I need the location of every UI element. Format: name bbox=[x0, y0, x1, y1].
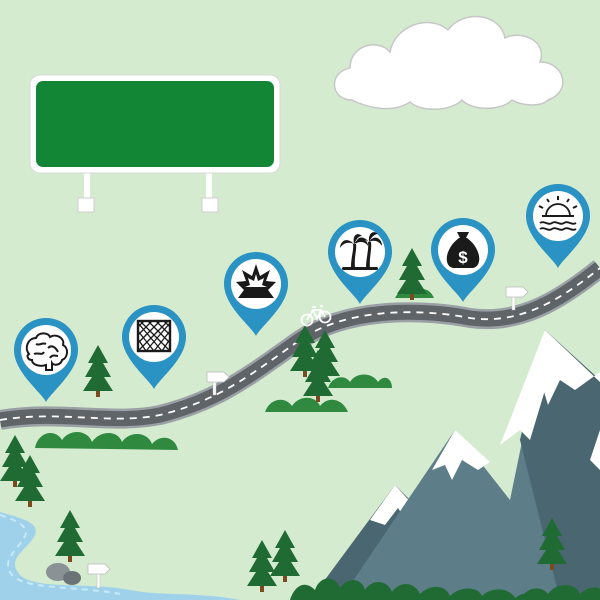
bicycle-icon bbox=[300, 305, 332, 327]
map-pin[interactable] bbox=[224, 252, 288, 336]
signpost bbox=[87, 563, 111, 589]
brain-icon bbox=[25, 332, 68, 371]
signpost bbox=[505, 286, 529, 311]
map-pin[interactable]: $ bbox=[431, 218, 495, 302]
money-bag-symbol: $ bbox=[458, 248, 468, 267]
map-pin[interactable] bbox=[328, 220, 392, 304]
mountains bbox=[310, 330, 600, 600]
map-pins: $ bbox=[14, 184, 590, 402]
cloud bbox=[333, 15, 564, 110]
money-bag-icon: $ bbox=[446, 232, 480, 268]
bottom-bushes bbox=[290, 578, 600, 600]
net-icon bbox=[136, 319, 172, 353]
rocks bbox=[46, 563, 81, 585]
map-pin[interactable] bbox=[122, 305, 186, 389]
signpost bbox=[206, 371, 230, 396]
palm-trees-icon bbox=[340, 232, 382, 270]
signposts bbox=[87, 286, 529, 589]
map-pin[interactable] bbox=[14, 318, 78, 402]
map-pin[interactable] bbox=[526, 184, 590, 268]
sunrise-icon bbox=[538, 196, 578, 231]
highway-sign bbox=[29, 74, 281, 213]
explosion-icon bbox=[236, 264, 276, 298]
river bbox=[0, 512, 240, 600]
